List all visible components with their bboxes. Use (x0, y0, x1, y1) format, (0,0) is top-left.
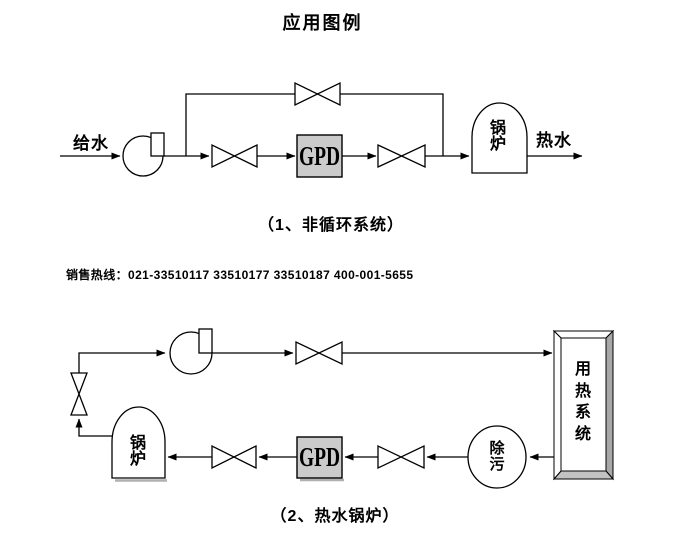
pump-icon (122, 132, 165, 177)
diagram2-caption: （2、热水锅炉） (270, 508, 400, 525)
page-title: 应用图例 (282, 13, 363, 33)
check-valve-icon (70, 372, 88, 416)
pipe-riser (78, 349, 166, 373)
boiler-shape (111, 406, 166, 479)
gpd-label-diagram1: GPD (298, 140, 341, 171)
strainer-label: 除污 (489, 440, 505, 473)
frame-left-face (553, 329, 562, 481)
bypass-valve-icon (294, 81, 341, 107)
frame-bottom-face (552, 470, 615, 480)
hot-water-label: 热水 (536, 131, 572, 150)
gpd-label-diagram2: GPD (298, 442, 341, 472)
diagram-1-non-circulating-system (60, 81, 583, 178)
boiler-shape (471, 102, 528, 174)
pipe-boiler-outlet (75, 418, 112, 437)
pump-icon (169, 328, 213, 375)
feedwater-label: 给水 (73, 134, 109, 153)
diagram-2-hot-water-boiler (70, 328, 615, 489)
boiler-label-diagram1: 锅炉 (489, 120, 506, 153)
valve-icon (211, 143, 258, 169)
heat-system-box (552, 329, 615, 481)
valve-icon (211, 444, 257, 470)
gpd-unit-box (296, 134, 343, 178)
valve-icon (295, 340, 343, 366)
valve-icon (377, 444, 425, 470)
diagram1-caption: （1、非循环系统） (258, 217, 404, 234)
frame-inner-panel (560, 337, 607, 472)
sales-hotline: 销售热线：021-33510117 33510177 33510187 400-… (66, 268, 414, 282)
valve-icon (377, 143, 426, 169)
frame-right-face (605, 329, 614, 481)
heat-system-label: 用热系统 (574, 361, 591, 443)
boiler-label-diagram2: 锅炉 (129, 435, 146, 468)
frame-top-face (552, 330, 615, 339)
